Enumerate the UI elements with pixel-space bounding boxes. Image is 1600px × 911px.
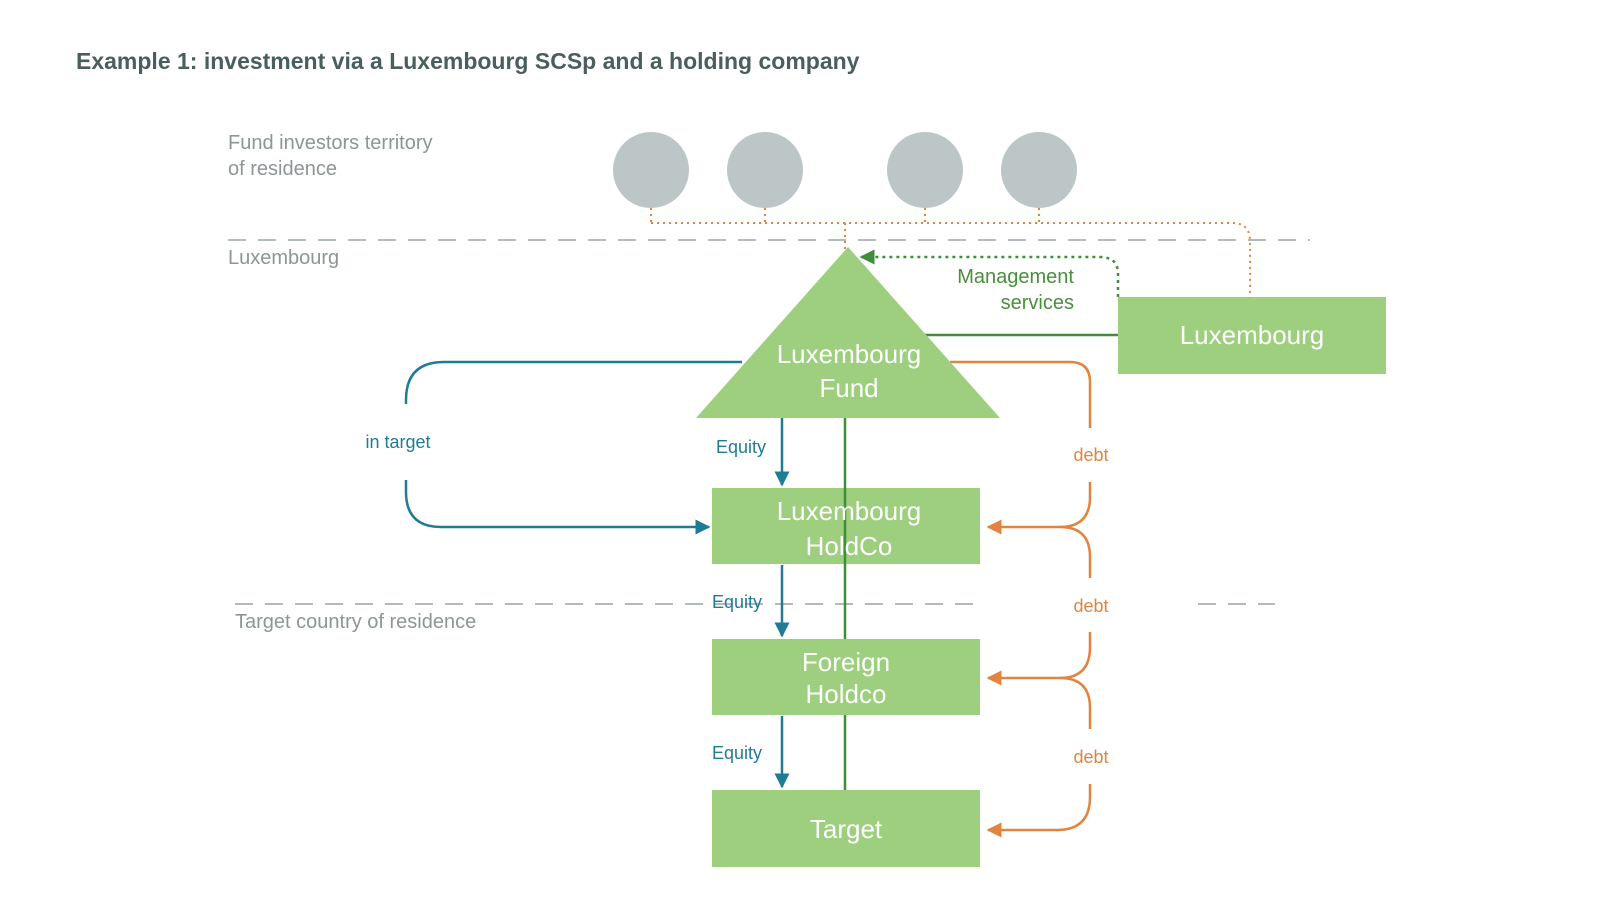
- fund-label-line2: Fund: [819, 373, 878, 403]
- luxembourg-fund-triangle: [696, 247, 1000, 418]
- region-label-investors-line1: Fund investors territory: [228, 132, 433, 154]
- investor-circle: [613, 132, 689, 208]
- debt-flows: [950, 360, 1092, 838]
- foreign-holdco-box: [712, 639, 980, 715]
- region-label-luxembourg: Luxembourg: [228, 247, 339, 269]
- management-label-line2: services: [1001, 292, 1074, 314]
- foreign-holdco-label-line1: Foreign: [802, 647, 890, 677]
- diagram-title: Example 1: investment via a Luxembourg S…: [76, 48, 860, 74]
- in-target-flow-lower: [404, 480, 711, 535]
- manager-label: Luxembourg: [1180, 320, 1325, 350]
- management-label-line1: Management: [957, 266, 1074, 288]
- debt-label: debt: [1073, 596, 1108, 616]
- investor-circle: [887, 132, 963, 208]
- equity-label: Equity: [712, 592, 762, 612]
- target-label: Target: [810, 814, 883, 844]
- fund-label-line1: Luxembourg: [777, 339, 922, 369]
- luxembourg-manager-box: [1118, 297, 1386, 374]
- region-label-target-country: Target country of residence: [235, 611, 476, 633]
- in-target-label: in target: [365, 432, 430, 452]
- management-services-arrow: [859, 249, 1120, 297]
- debt-label: debt: [1073, 747, 1108, 767]
- holdco-label-line2: HoldCo: [806, 531, 893, 561]
- holdco-label-line1: Luxembourg: [777, 496, 922, 526]
- investor-connections: [650, 208, 1251, 297]
- region-label-investors-line2: of residence: [228, 158, 337, 180]
- equity-label: Equity: [716, 437, 766, 457]
- foreign-holdco-label-line2: Holdco: [806, 679, 887, 709]
- in-target-flow-upper: [404, 360, 742, 404]
- investor-circle: [727, 132, 803, 208]
- debt-label: debt: [1073, 445, 1108, 465]
- investor-circle: [1001, 132, 1077, 208]
- equity-label: Equity: [712, 743, 762, 763]
- target-box: [712, 790, 980, 867]
